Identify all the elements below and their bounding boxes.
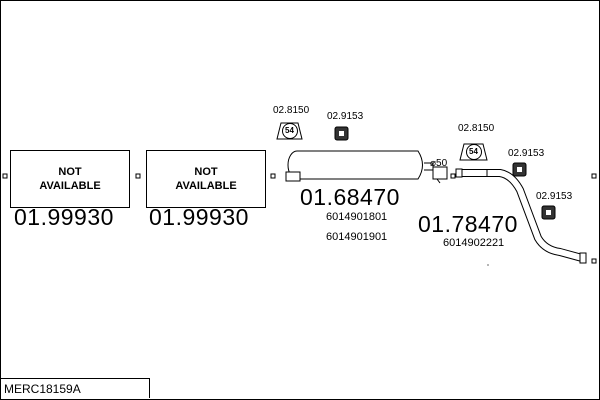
outlet-diameter-label: ⌀50 xyxy=(430,158,447,169)
front-pipe-not-available: NOT AVAILABLE xyxy=(10,150,130,208)
tail-clamp-size: 54 xyxy=(469,147,478,156)
muffler-clamp-part-number[interactable]: 02.8150 xyxy=(273,105,310,116)
assembly-code: MERC18159A xyxy=(0,378,150,398)
muffler-clamp-size: 54 xyxy=(285,126,294,135)
muffler-oe-number: 6014901901 xyxy=(326,231,388,243)
tail-rubber-part-number[interactable]: 02.9153 xyxy=(536,191,573,202)
connector-marker xyxy=(270,173,276,179)
tail-clamp-icon xyxy=(459,143,488,161)
middle-pipe-not-available: NOT AVAILABLE xyxy=(146,150,266,208)
muffler-drawing xyxy=(285,150,448,184)
tail-pipe-part-number[interactable]: 01.78470 xyxy=(418,211,518,237)
connector-marker xyxy=(2,173,8,179)
tail-clamp-part-number[interactable]: 02.8150 xyxy=(458,123,495,134)
tail-pipe-oe-number: 6014902221 xyxy=(443,237,505,249)
muffler-rubber-part-number[interactable]: 02.9153 xyxy=(327,111,364,122)
outlet-diameter-value: 50 xyxy=(436,158,448,169)
muffler-rubber-mount-icon xyxy=(334,126,349,141)
connector-marker xyxy=(591,258,597,264)
connector-marker xyxy=(450,173,456,179)
tail-pipe-drawing xyxy=(455,168,587,264)
tail-rubber-mount-icon xyxy=(512,162,527,177)
tail-rubber-part-number[interactable]: 02.9153 xyxy=(508,148,545,159)
front-pipe-part-number[interactable]: 01.99930 xyxy=(14,204,114,230)
muffler-part-number[interactable]: 01.68470 xyxy=(300,184,400,210)
middle-pipe-part-number[interactable]: 01.99930 xyxy=(149,204,249,230)
connector-marker xyxy=(591,173,597,179)
muffler-oe-number: 6014901801 xyxy=(326,211,388,223)
tail-rubber-mount-icon xyxy=(541,205,556,220)
connector-marker xyxy=(135,173,141,179)
diameter-symbol: ⌀ xyxy=(430,158,437,169)
muffler-clamp-icon xyxy=(276,122,303,140)
